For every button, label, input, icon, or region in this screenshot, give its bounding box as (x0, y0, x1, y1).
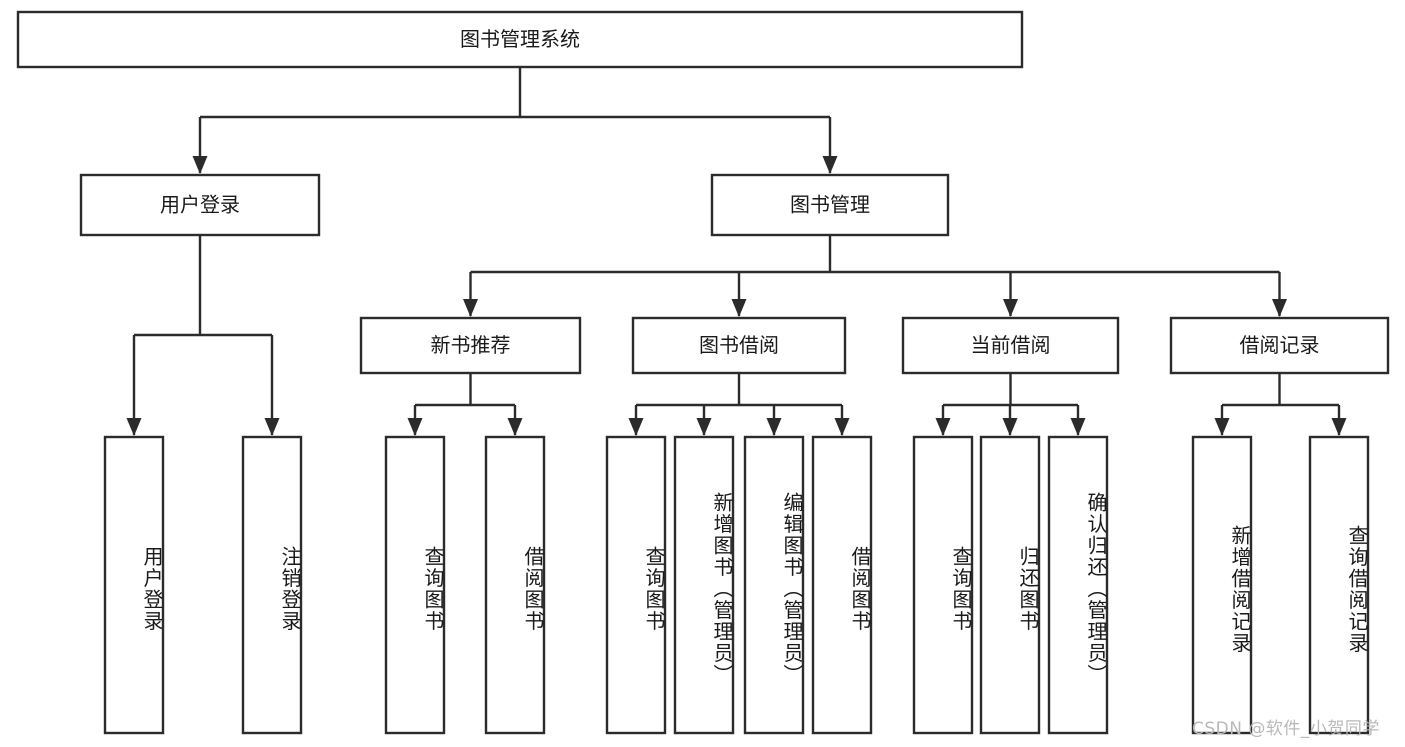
connector-layer (126, 67, 1347, 436)
arrow-head-icon (1002, 418, 1018, 436)
node-leaf-11[interactable] (1191, 435, 1253, 735)
node-leaf-8[interactable] (912, 435, 974, 735)
node-level3-2[interactable] (901, 316, 1120, 375)
node-level3-1[interactable] (631, 316, 847, 375)
arrow-head-icon (834, 418, 850, 436)
node-level2-1[interactable] (710, 173, 950, 237)
node-leaf-9[interactable] (979, 435, 1041, 735)
node-box-layer (16, 10, 1390, 735)
node-level3-label-3: 借阅记录 (1240, 333, 1320, 357)
node-level3-label-1: 图书借阅 (699, 333, 779, 357)
node-leaf-0[interactable] (103, 435, 165, 735)
arrow-head-icon (731, 299, 747, 317)
arrow-head-icon (126, 418, 142, 436)
arrow-head-icon (1070, 418, 1086, 436)
node-level2-0[interactable] (79, 173, 321, 237)
arrow-head-icon (192, 156, 208, 174)
arrow-head-icon (935, 418, 951, 436)
node-leaf-7[interactable] (811, 435, 873, 735)
node-level2-label-1: 图书管理 (790, 193, 870, 217)
node-level3-label-0: 新书推荐 (431, 333, 511, 357)
arrow-head-icon (507, 418, 523, 436)
node-level3-label-2: 当前借阅 (971, 333, 1051, 357)
node-level3-3[interactable] (1169, 316, 1390, 375)
arrow-head-icon (407, 418, 423, 436)
arrow-head-icon (1331, 418, 1347, 436)
arrow-head-icon (696, 418, 712, 436)
node-leaf-12[interactable] (1308, 435, 1370, 735)
arrow-head-icon (628, 418, 644, 436)
arrow-head-icon (1003, 299, 1018, 317)
node-leaf-5[interactable] (673, 435, 735, 735)
node-root[interactable] (16, 10, 1024, 69)
node-leaf-2[interactable] (384, 435, 446, 735)
node-leaf-4[interactable] (605, 435, 667, 735)
node-root-label: 图书管理系统 (460, 27, 580, 51)
node-leaf-3[interactable] (484, 435, 546, 735)
arrow-head-icon (1272, 299, 1287, 317)
node-leaf-10[interactable] (1047, 435, 1109, 735)
csdn-watermark: CSDN @软件_小贺同学 (1192, 719, 1380, 739)
node-leaf-1[interactable] (241, 435, 303, 735)
arrow-head-icon (766, 418, 782, 436)
node-level2-label-0: 用户登录 (160, 193, 240, 217)
node-level3-0[interactable] (359, 316, 582, 375)
arrow-head-icon (822, 156, 838, 174)
arrow-head-icon (264, 418, 280, 436)
arrow-head-icon (463, 299, 478, 317)
arrow-head-icon (1214, 418, 1230, 436)
node-leaf-6[interactable] (743, 435, 805, 735)
